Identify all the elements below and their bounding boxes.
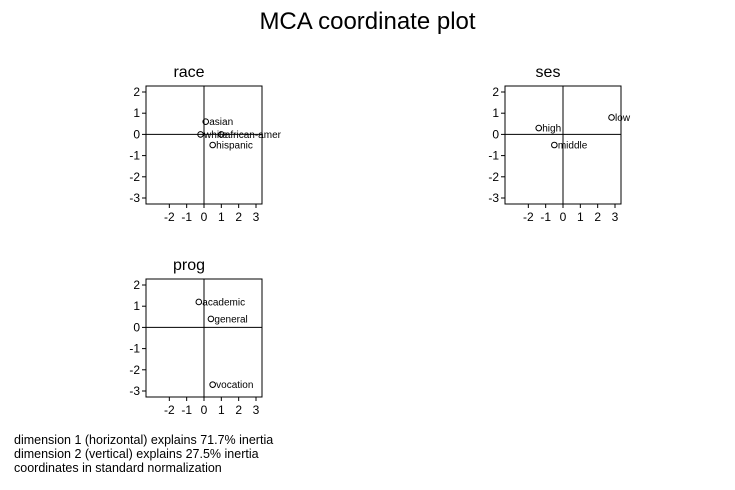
point-vocation	[209, 381, 216, 388]
y-tick-label-race: 2	[133, 85, 140, 99]
x-tick-label-race: 1	[218, 210, 225, 224]
y-tick-label-prog: 2	[133, 278, 140, 292]
y-tick-label-prog: -2	[129, 363, 140, 377]
y-tick-label-prog: -3	[129, 384, 140, 398]
x-tick-label-prog: -1	[181, 403, 192, 417]
point-label-low: low	[615, 113, 631, 124]
y-tick-label-ses: -2	[488, 170, 499, 184]
x-tick-label-ses: 2	[594, 210, 601, 224]
x-tick-label-prog: 3	[253, 403, 260, 417]
point-label-general: general	[214, 314, 247, 325]
point-asian	[202, 118, 210, 125]
point-general	[207, 315, 215, 323]
y-tick-label-ses: -3	[488, 191, 499, 205]
point-label-asian: asian	[209, 117, 233, 128]
y-tick-label-prog: -1	[129, 342, 140, 356]
y-tick-label-prog: 0	[133, 320, 140, 334]
point-label-academic: academic	[202, 297, 245, 308]
x-tick-label-race: 2	[235, 210, 242, 224]
x-tick-label-ses: 1	[577, 210, 584, 224]
x-tick-label-prog: 0	[201, 403, 208, 417]
y-tick-label-race: -2	[129, 170, 140, 184]
y-tick-label-ses: 0	[492, 127, 499, 141]
y-tick-label-ses: 2	[492, 85, 499, 99]
x-tick-label-prog: 1	[218, 403, 225, 417]
note-normalization: coordinates in standard normalization	[14, 461, 222, 475]
x-tick-label-ses: -1	[540, 210, 551, 224]
x-tick-label-prog: 2	[235, 403, 242, 417]
y-tick-label-ses: 1	[492, 106, 499, 120]
footnotes: dimension 1 (horizontal) explains 71.7% …	[14, 433, 273, 475]
x-tick-label-ses: 3	[612, 210, 619, 224]
point-african-amer	[218, 131, 225, 138]
y-tick-label-ses: -1	[488, 149, 499, 163]
point-label-high: high	[542, 124, 561, 135]
x-tick-label-race: -1	[181, 210, 192, 224]
y-tick-label-race: -1	[129, 149, 140, 163]
point-middle	[551, 141, 558, 149]
point-white	[197, 131, 204, 138]
point-low	[608, 114, 615, 121]
chart-title: MCA coordinate plot	[259, 8, 476, 35]
y-tick-label-race: -3	[129, 191, 140, 205]
panel-title-race: race	[173, 64, 204, 81]
note-dimension-2: dimension 2 (vertical) explains 27.5% in…	[14, 447, 259, 461]
point-high	[535, 124, 543, 132]
panel-title-ses: ses	[536, 64, 561, 81]
point-label-hispanic: hispanic	[216, 141, 253, 152]
y-tick-label-race: 1	[133, 106, 140, 120]
y-tick-label-prog: 1	[133, 299, 140, 313]
x-tick-label-ses: 0	[560, 210, 567, 224]
y-tick-label-race: 0	[133, 127, 140, 141]
panel-title-prog: prog	[173, 257, 205, 274]
point-academic	[195, 298, 203, 306]
point-label-middle: middle	[558, 141, 588, 152]
point-hispanic	[209, 141, 216, 149]
note-dimension-1: dimension 1 (horizontal) explains 71.7% …	[14, 433, 274, 447]
x-tick-label-prog: -2	[164, 403, 175, 417]
point-label-vocation: vocation	[216, 380, 253, 391]
x-tick-label-race: -2	[164, 210, 175, 224]
point-label-african-amer: african-amer	[225, 130, 282, 141]
point-label-white: white	[203, 130, 228, 141]
x-tick-label-race: 0	[201, 210, 208, 224]
x-tick-label-race: 3	[253, 210, 260, 224]
x-tick-label-ses: -2	[523, 210, 534, 224]
